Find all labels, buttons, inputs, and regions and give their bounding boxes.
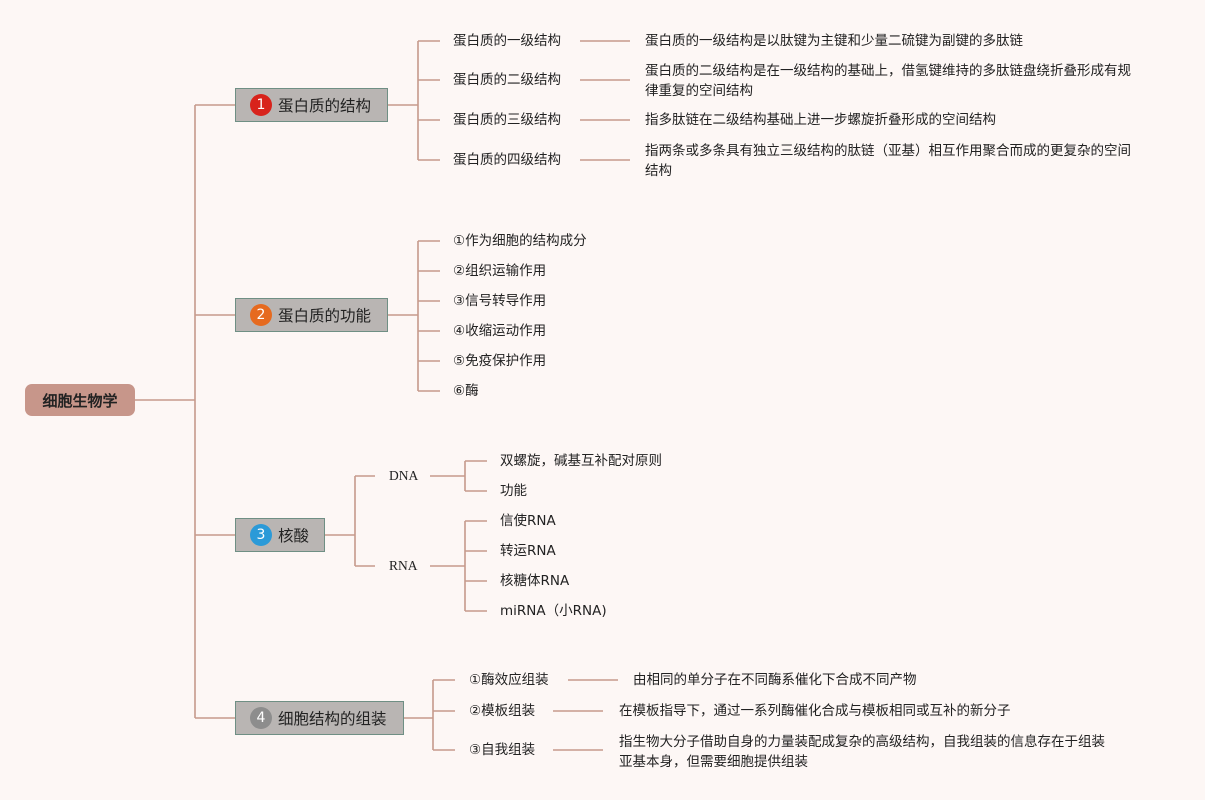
node-function-1[interactable]: ①作为细胞的结构成分	[453, 233, 587, 249]
root-node: 细胞生物学	[25, 384, 135, 416]
node-function-5[interactable]: ⑤免疫保护作用	[453, 353, 547, 369]
node-dna-function[interactable]: 功能	[500, 483, 527, 499]
node-function-6[interactable]: ⑥酶	[453, 383, 479, 399]
node-mrna[interactable]: 信使RNA	[500, 513, 556, 529]
desc-template-assembly: 在模板指导下，通过一系列酶催化合成与模板相同或互补的新分子	[619, 703, 1011, 719]
branch-label: 蛋白质的功能	[278, 307, 372, 325]
node-rrna[interactable]: 核糖体RNA	[500, 573, 570, 589]
branch-label: 细胞结构的组装	[278, 710, 387, 728]
number-badge-icon: 2	[250, 304, 272, 326]
desc-enzyme-assembly: 由相同的单分子在不同酶系催化下合成不同产物	[633, 672, 917, 688]
desc-tertiary-structure: 指多肽链在二级结构基础上进一步螺旋折叠形成的空间结构	[645, 112, 996, 128]
branch-protein-structure[interactable]: 1 蛋白质的结构	[235, 88, 388, 122]
node-enzyme-assembly[interactable]: ①酶效应组装	[469, 672, 549, 688]
number-badge-icon: 4	[250, 707, 272, 729]
node-function-4[interactable]: ④收缩运动作用	[453, 323, 547, 339]
node-dna[interactable]: DNA	[389, 468, 419, 483]
node-function-2[interactable]: ②组织运输作用	[453, 263, 547, 279]
node-function-3[interactable]: ③信号转导作用	[453, 293, 547, 309]
branch-label: 核酸	[278, 527, 310, 545]
node-self-assembly[interactable]: ③自我组装	[469, 742, 536, 758]
number-badge-icon: 1	[250, 94, 272, 116]
branch-protein-function[interactable]: 2 蛋白质的功能	[235, 298, 388, 332]
node-quaternary-structure[interactable]: 蛋白质的四级结构	[453, 152, 561, 168]
node-secondary-structure[interactable]: 蛋白质的二级结构	[453, 72, 561, 88]
branch-cell-assembly[interactable]: 4 细胞结构的组装	[235, 701, 404, 735]
branch-nucleic-acid[interactable]: 3 核酸	[235, 518, 325, 552]
node-dna-double-helix[interactable]: 双螺旋，碱基互补配对原则	[500, 453, 662, 469]
node-mirna[interactable]: miRNA（小RNA)	[500, 603, 607, 619]
node-primary-structure[interactable]: 蛋白质的一级结构	[453, 33, 561, 49]
desc-self-assembly: 指生物大分子借助自身的力量装配成复杂的高级结构，自我组装的信息存在于组装亚基本身…	[619, 734, 1105, 770]
desc-quaternary-structure: 指两条或多条具有独立三级结构的肽链（亚基）相互作用聚合而成的更复杂的空间结构	[645, 143, 1131, 179]
node-template-assembly[interactable]: ②模板组装	[469, 703, 536, 719]
desc-secondary-structure: 蛋白质的二级结构是在一级结构的基础上，借氢键维持的多肽链盘绕折叠形成有规律重复的…	[645, 63, 1131, 99]
node-rna[interactable]: RNA	[389, 558, 418, 573]
desc-primary-structure: 蛋白质的一级结构是以肽键为主键和少量二硫键为副键的多肽链	[645, 33, 1023, 49]
node-tertiary-structure[interactable]: 蛋白质的三级结构	[453, 112, 561, 128]
number-badge-icon: 3	[250, 524, 272, 546]
branch-label: 蛋白质的结构	[278, 97, 372, 115]
node-trna[interactable]: 转运RNA	[500, 543, 556, 559]
